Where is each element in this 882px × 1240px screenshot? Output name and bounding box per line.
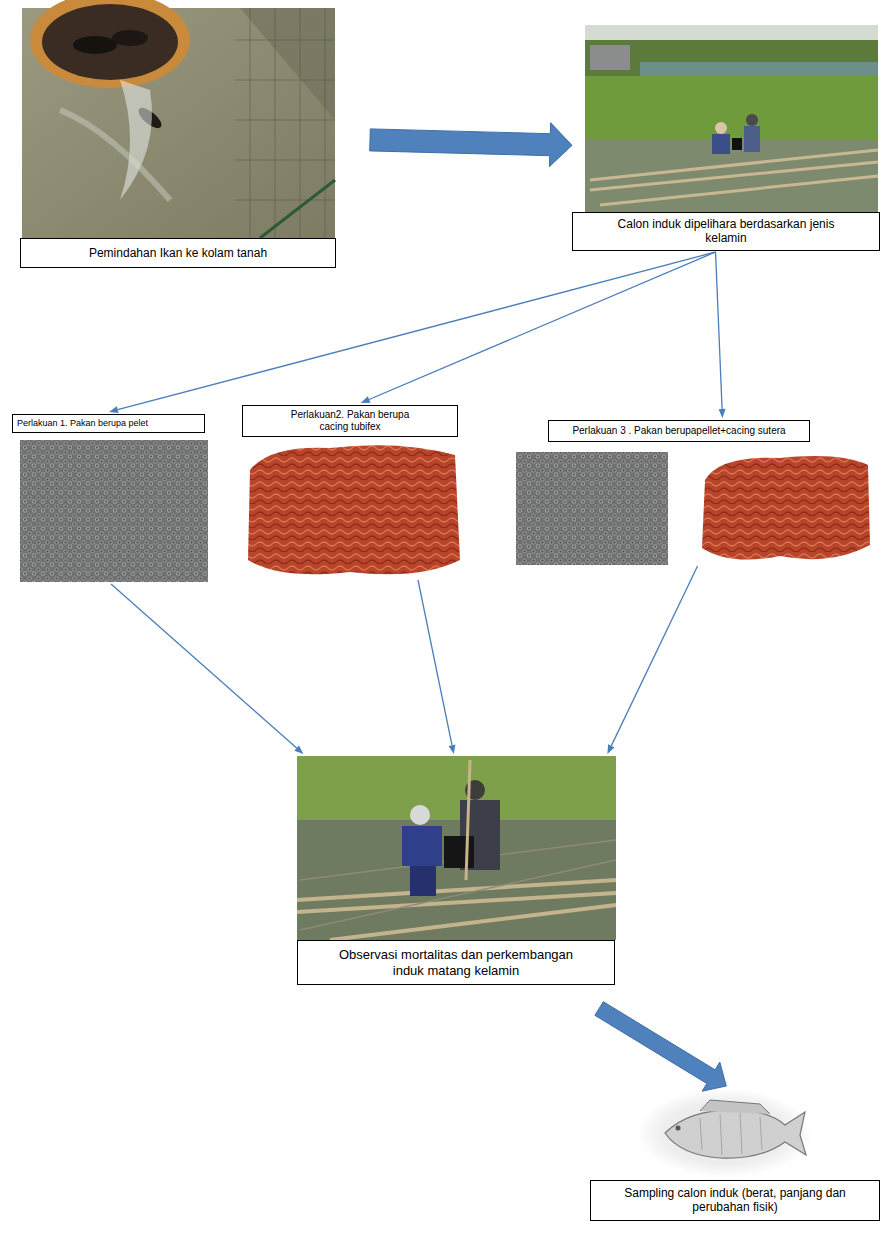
block-arrow-shape [370,123,572,167]
photo-transfer [22,0,335,238]
photo-transfer [235,40,335,200]
caption-text: Perlakuan 3 . Pakan berupapellet+cacing … [553,425,805,437]
photo-pond [585,76,878,146]
caption-box: Sampling calon induk (berat, panjang dan… [590,1180,880,1221]
photo-observation [466,760,470,880]
worm-photo [248,445,870,574]
connector-line [716,252,723,409]
block-arrow [370,123,572,167]
photo-pond [585,140,878,212]
process-node: Sampling calon induk (berat, panjang dan… [590,1086,880,1234]
caption-box: Perlakuan 1. Pakan berupa pelet [12,414,205,433]
photo-observation [297,756,616,940]
photo-pond [640,62,878,76]
fish-sketch [676,1126,681,1131]
photo-observation [444,836,474,868]
arrow-head [361,396,371,403]
photo-transfer [260,180,335,238]
worm-photo [248,445,460,574]
process-node: Perlakuan 3 . Pakan berupapellet+cacing … [516,418,872,566]
flow-arrow [111,584,303,754]
photo-transfer [30,0,190,88]
connector-line [418,580,452,745]
pellet-photo [516,452,668,565]
fish-sketch [665,1110,806,1158]
photo-pond [590,150,878,205]
photo-transfer [250,8,325,238]
photo-transfer [112,30,148,46]
fish-sketch [637,1088,813,1178]
photo-transfer [73,36,117,54]
caption-text: Pemindahan Ikan ke kolam tanah [27,246,329,260]
caption-box: Perlakuan 3 . Pakan berupapellet+cacing … [548,420,810,442]
photo-observation [297,756,616,940]
fish-sketch [637,1088,813,1178]
fish-sketch [700,1113,762,1155]
connector-line [111,584,297,748]
caption-box: Observasi mortalitas dan perkembangan in… [297,940,615,985]
photo-pond [585,25,878,212]
photo-pond [712,134,730,154]
photo-transfer [60,110,170,200]
block-arrow-shape [595,1002,726,1091]
block-arrow [595,1002,726,1091]
photo-observation [297,880,616,940]
photo-transfer [120,80,152,200]
photo-observation [402,826,442,866]
photo-pond [585,25,878,212]
photo-pond [732,138,742,150]
arrow-head [719,409,726,418]
process-node: Perlakuan2. Pakan berupa cacing tubifex [242,403,462,580]
photo-pond [715,122,727,134]
connector-line [369,252,715,399]
flow-arrow [607,566,697,754]
arrow-head [449,744,456,754]
flow-arrow [109,252,716,413]
pellet-photo [20,440,208,582]
photo-observation [410,866,436,896]
worm-photo [702,456,870,559]
photo-transfer [42,4,178,80]
caption-box: Perlakuan2. Pakan berupa cacing tubifex [242,405,458,437]
caption-box: Pemindahan Ikan ke kolam tanah [20,238,336,268]
flow-arrow [418,580,455,754]
process-node: Observasi mortalitas dan perkembangan in… [297,754,617,996]
process-node: Pemindahan Ikan ke kolam tanah [20,8,336,270]
photo-transfer [240,8,335,120]
arrow-head [294,745,303,754]
flow-arrow [716,252,726,418]
arrow-head [109,406,119,413]
pellet-photo [20,440,668,582]
flow-arrow [361,252,716,403]
photo-observation [410,805,430,825]
process-node: Perlakuan 1. Pakan berupa pelet [12,412,210,584]
process-node: Calon induk dipelihara berdasarkan jenis… [572,25,880,252]
caption-text: Perlakuan 1. Pakan berupa pelet [17,418,200,429]
caption-text: Sampling calon induk (berat, panjang dan… [607,1186,863,1215]
photo-pond [744,126,760,152]
connector-line [118,252,716,410]
arrow-head [607,744,614,754]
caption-text: Calon induk dipelihara berdasarkan jenis… [597,217,855,246]
fish-sketch [700,1100,770,1114]
photo-pond [746,114,758,126]
caption-text: Perlakuan2. Pakan berupa cacing tubifex [279,409,421,433]
photo-observation [297,820,616,940]
caption-box: Calon induk dipelihara berdasarkan jenis… [572,212,880,251]
photo-pond [585,40,878,80]
connector-line [611,566,697,746]
caption-text: Observasi mortalitas dan perkembangan in… [328,947,584,978]
photo-pond [590,45,630,70]
